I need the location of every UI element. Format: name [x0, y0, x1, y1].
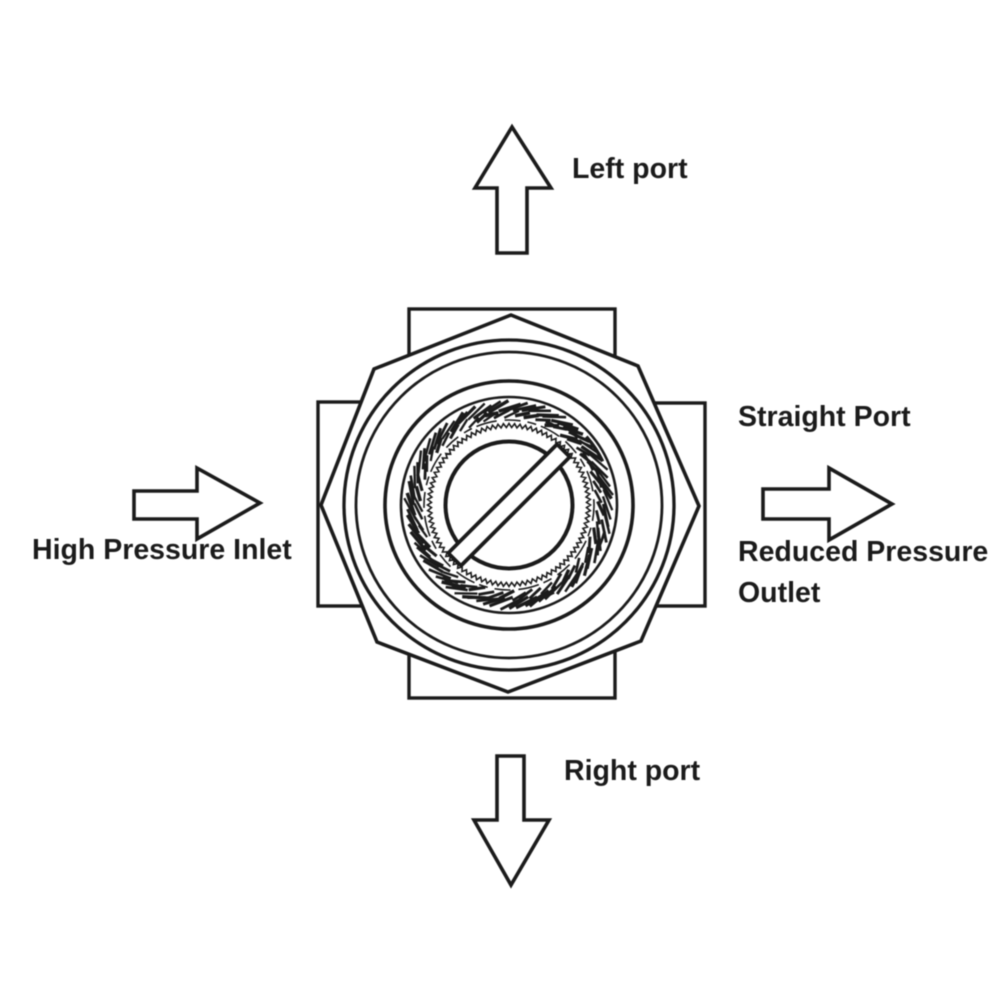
- reduced-pressure-outlet-arrow-right: [761, 464, 896, 544]
- serrated-ring: [423, 419, 595, 591]
- label-high-pressure-inlet: High Pressure Inlet: [32, 534, 292, 566]
- mid-ring: [383, 379, 635, 631]
- left-port-arrow-up: [471, 123, 555, 255]
- knurl-outer-ring: [399, 395, 619, 615]
- outer-ring-2: [354, 350, 664, 660]
- label-right-port: Right port: [564, 755, 701, 787]
- label-reduced-pressure-outlet: Reduced Pressure Outlet: [738, 536, 989, 609]
- screw-slot: [447, 443, 571, 567]
- high-pressure-inlet-arrow-right: [132, 464, 264, 543]
- label-straight-port: Straight Port: [738, 401, 911, 433]
- knurl-hatching: [403, 399, 614, 611]
- outer-ring-1: [342, 338, 676, 672]
- label-left-port: Left port: [572, 153, 688, 185]
- right-port-arrow-down: [470, 754, 553, 889]
- inner-circle: [443, 439, 575, 571]
